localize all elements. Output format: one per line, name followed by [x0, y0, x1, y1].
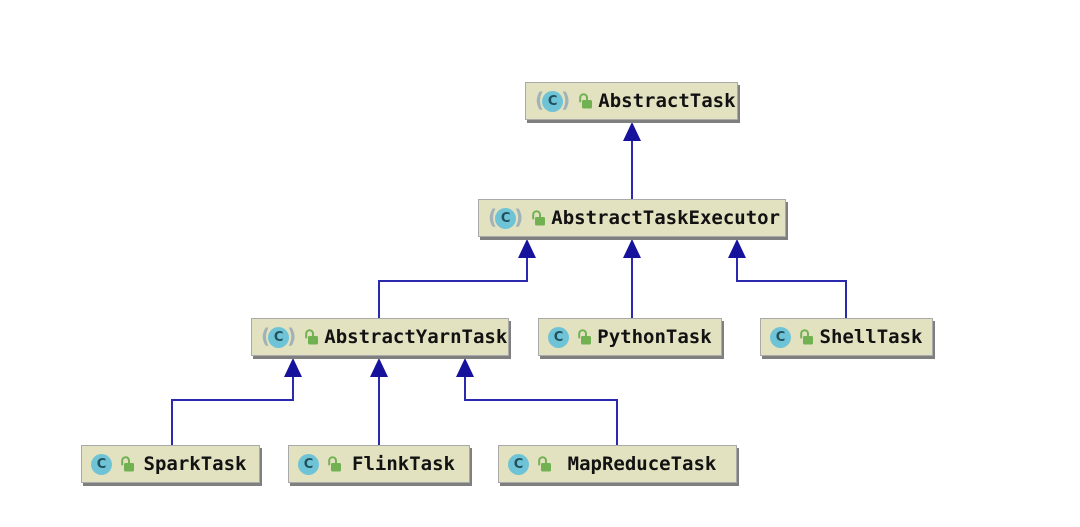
- abstract-paren-open: (: [535, 88, 545, 112]
- open-lock-icon: [532, 210, 546, 226]
- open-lock-icon: [579, 93, 593, 109]
- open-lock-icon: [538, 456, 551, 472]
- class-name-label: FlinkTask: [352, 453, 455, 475]
- open-lock-icon: [305, 329, 319, 345]
- class-icon-group: C: [770, 326, 815, 348]
- class-node-python-task[interactable]: C PythonTask: [538, 318, 722, 356]
- class-icon-group: C: [298, 453, 343, 475]
- abstract-paren-close: ): [561, 88, 571, 112]
- class-name-label: ShellTask: [819, 326, 923, 348]
- abstract-class-icon: ( C ): [261, 324, 320, 348]
- abstract-paren-close: ): [287, 324, 297, 348]
- class-node-shell-task[interactable]: C ShellTask: [760, 318, 933, 356]
- class-node-map-reduce-task[interactable]: C MapReduceTask: [498, 445, 737, 483]
- open-lock-icon: [578, 329, 591, 345]
- edge-sparktask-to-abstractyarntask: [171, 358, 302, 445]
- class-icon: C: [548, 326, 569, 348]
- abstract-class-icon: ( C ): [535, 88, 594, 112]
- class-name-label: PythonTask: [597, 326, 712, 348]
- class-icon: C: [542, 90, 564, 112]
- open-lock-icon: [328, 456, 341, 472]
- edge-abstractyarntask-to-abstracttaskexecutor: [378, 239, 536, 318]
- class-icon: C: [298, 453, 319, 475]
- class-node-flink-task[interactable]: C FlinkTask: [288, 445, 470, 483]
- class-icon: C: [495, 207, 517, 229]
- open-lock-icon: [121, 456, 134, 472]
- edge-flinktask-to-abstractyarntask: [370, 358, 388, 445]
- class-icon: C: [508, 453, 529, 475]
- class-node-abstract-task-executor[interactable]: ( C ) AbstractTaskExecutor: [478, 199, 786, 237]
- abstract-paren-close: ): [514, 205, 524, 229]
- class-node-abstract-task[interactable]: ( C ) AbstractTask: [525, 82, 738, 120]
- abstract-paren-open: (: [488, 205, 498, 229]
- edge-pythontask-to-abstracttaskexecutor: [623, 239, 641, 318]
- class-node-spark-task[interactable]: C SparkTask: [81, 445, 260, 483]
- class-node-abstract-yarn-task[interactable]: ( C ) AbstractYarnTask: [251, 318, 509, 356]
- class-icon: C: [91, 453, 112, 475]
- class-icon: C: [268, 326, 290, 348]
- abstract-paren-open: (: [261, 324, 271, 348]
- class-name-label: MapReduceTask: [567, 453, 717, 475]
- class-icon: C: [770, 326, 791, 348]
- open-lock-icon: [800, 329, 813, 345]
- edge-mapreducetask-to-abstractyarntask: [456, 358, 618, 445]
- class-name-label: AbstractTask: [598, 90, 736, 112]
- class-name-label: SparkTask: [143, 453, 247, 475]
- edge-abstracttaskexecutor-to-abstracttask: [623, 122, 641, 199]
- class-name-label: AbstractTaskExecutor: [551, 207, 781, 229]
- edge-shelltask-to-abstracttaskexecutor: [728, 239, 847, 318]
- class-icon-group: C: [508, 453, 553, 475]
- class-icon-group: C: [91, 453, 136, 475]
- abstract-class-icon: ( C ): [488, 205, 547, 229]
- class-icon-group: C: [548, 326, 593, 348]
- class-name-label: AbstractYarnTask: [324, 326, 508, 348]
